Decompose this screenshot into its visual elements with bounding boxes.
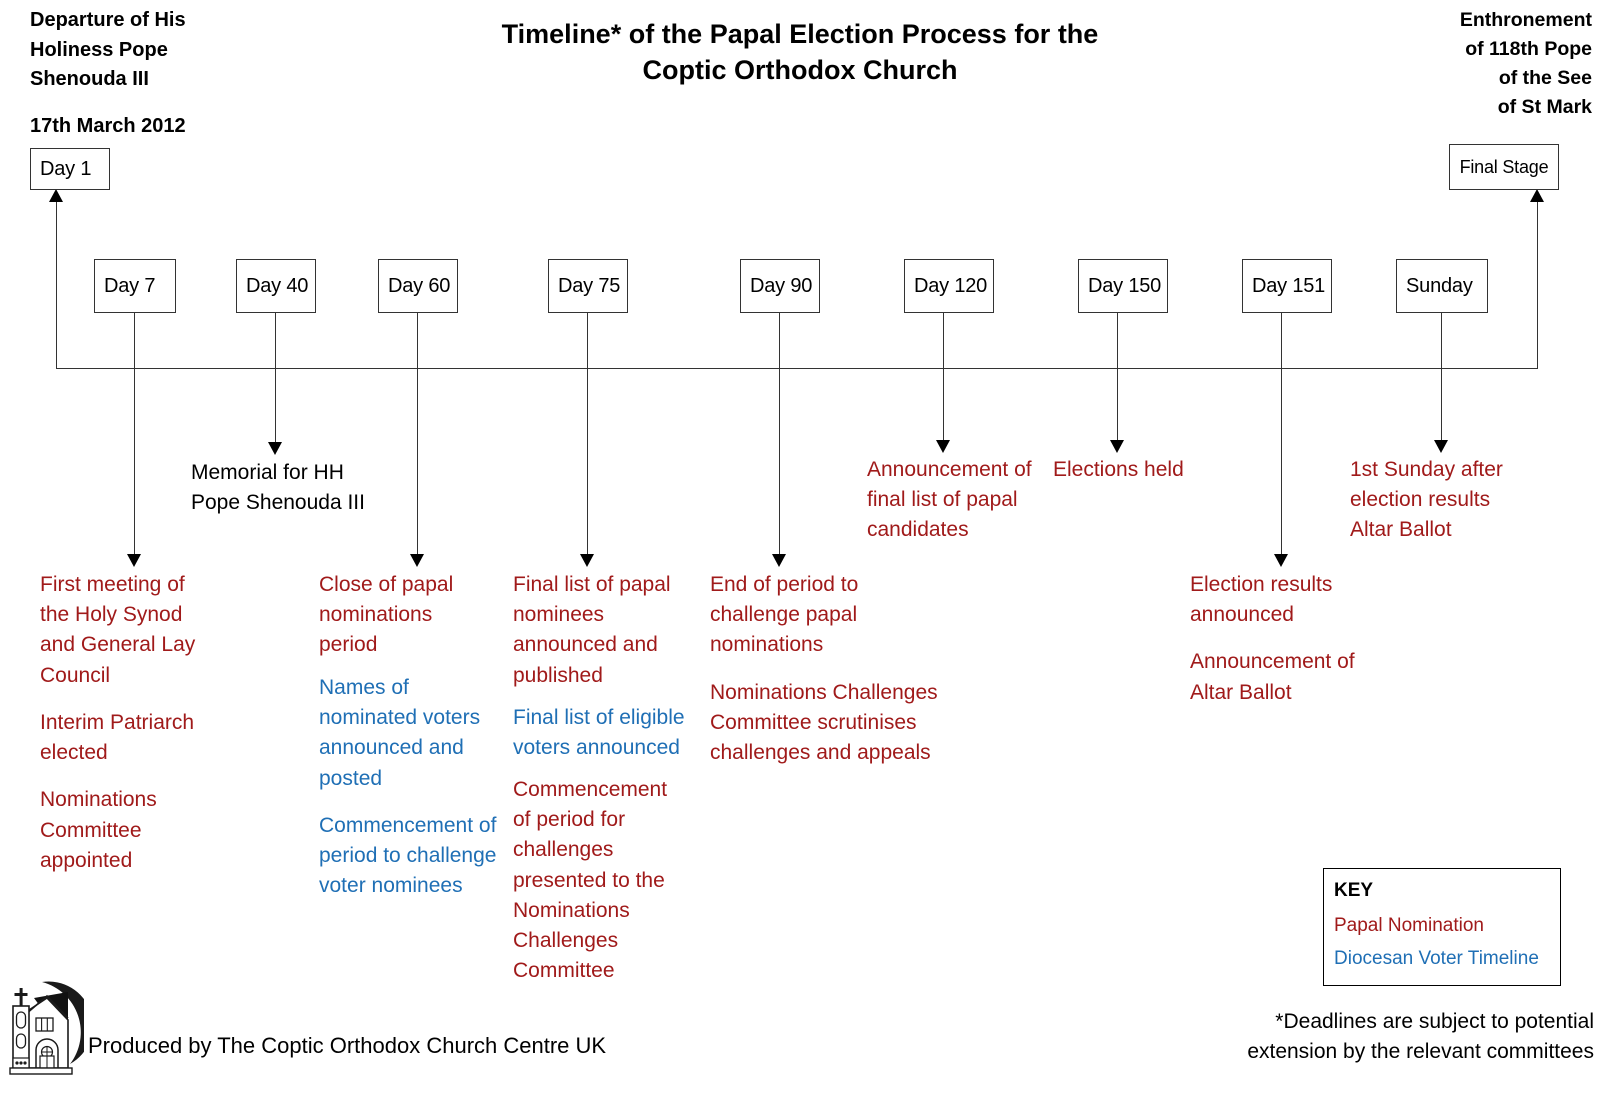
page-title-line2: Coptic Orthodox Church: [642, 55, 958, 86]
event-item: Memorial for HH Pope Shenouda III: [191, 461, 365, 515]
timeline-spine: [56, 368, 1538, 369]
header-left-line1: Departure of His: [30, 9, 186, 31]
drop-line-day-120: [943, 313, 944, 442]
page-title: Timeline* of the Papal Election Process …: [420, 16, 1180, 88]
header-left-date: 17th March 2012: [30, 114, 186, 137]
drop-line-day-60: [417, 313, 418, 556]
key-item-diocesan-voter-timeline: Diocesan Voter Timeline: [1334, 948, 1539, 969]
event-item: Elections held: [1053, 458, 1184, 481]
producer-credit: Produced by The Coptic Orthodox Church C…: [88, 1033, 607, 1058]
header-left-line3: Shenouda III: [30, 68, 149, 91]
events-day-75-papal-top: Final list of papal nominees announced a…: [513, 570, 695, 691]
event-item: Nominations Committee appointed: [40, 788, 157, 872]
event-item: Close of papal nominations period: [319, 573, 454, 657]
arrow-down-day-40: [268, 442, 282, 455]
events-day-151: Election results announced Announcement …: [1190, 570, 1375, 708]
events-day-60-voter: Names of nominated voters announced and …: [319, 673, 499, 902]
node-day-40[interactable]: Day 40: [236, 259, 316, 313]
header-right-line3: of the See: [1498, 66, 1592, 89]
events-day-60-papal: Close of papal nominations period: [319, 570, 479, 661]
drop-line-sunday: [1441, 313, 1442, 442]
event-item: Commencement of period to challenge vote…: [319, 813, 497, 898]
events-day-120: Announcement of final list of papal cand…: [867, 455, 1047, 546]
node-day-75-label: Day 75: [558, 274, 621, 297]
drop-line-day-151: [1281, 313, 1282, 556]
event-item: Names of nominated voters announced and …: [319, 676, 481, 790]
event-item: 1st Sunday after election results Altar …: [1350, 458, 1503, 542]
drop-line-day-150: [1117, 313, 1118, 442]
node-day-7[interactable]: Day 7: [94, 259, 176, 313]
event-item: Commencement of period for challenges pr…: [513, 778, 668, 983]
node-day-151-label: Day 151: [1252, 274, 1326, 297]
arrow-down-day-75: [580, 554, 594, 567]
arrow-down-day-150: [1110, 440, 1124, 453]
header-left: Departure of His Holiness Pope Shenouda …: [30, 6, 260, 141]
node-day-60-label: Day 60: [388, 274, 451, 297]
node-day-1[interactable]: Day 1: [30, 148, 110, 190]
events-day-75-papal-bottom: Commencement of period for challenges pr…: [513, 775, 685, 987]
event-item: Interim Patriarch elected: [40, 710, 195, 765]
events-sunday: 1st Sunday after election results Altar …: [1350, 455, 1530, 546]
node-day-120-label: Day 120: [914, 274, 988, 297]
event-item: Announcement of Altar Ballot: [1190, 650, 1355, 704]
coptic-orthodox-church-centre-logo: [6, 968, 93, 1080]
events-day-40: Memorial for HH Pope Shenouda III: [191, 458, 391, 518]
node-day-40-label: Day 40: [246, 274, 309, 297]
arrow-down-day-120: [936, 440, 950, 453]
event-item: Final list of papal nominees announced a…: [513, 573, 671, 687]
drop-line-day-7: [134, 313, 135, 556]
event-item: End of period to challenge papal nominat…: [710, 573, 859, 657]
event-item: Final list of eligible voters announced: [513, 706, 685, 760]
arrow-up-day1: [49, 189, 63, 202]
page-title-line1: Timeline* of the Papal Election Process …: [501, 19, 1099, 49]
drop-line-day-40: [275, 313, 276, 444]
node-sunday[interactable]: Sunday: [1396, 259, 1488, 313]
events-day-75-voter: Final list of eligible voters announced: [513, 703, 697, 763]
node-final-stage[interactable]: Final Stage: [1449, 144, 1559, 190]
node-day-90-label: Day 90: [750, 274, 813, 297]
spine-riser-right: [1537, 200, 1538, 368]
spine-riser-left: [56, 200, 57, 368]
node-final-stage-label: Final Stage: [1459, 156, 1549, 177]
header-right-line2: of 118th Pope: [1465, 37, 1592, 60]
node-day-150-label: Day 150: [1088, 274, 1162, 297]
event-item: First meeting of the Holy Synod and Gene…: [40, 573, 196, 687]
arrow-down-day-90: [772, 554, 786, 567]
events-day-90: End of period to challenge papal nominat…: [710, 570, 940, 768]
footnote-line1: *Deadlines are subject to potential: [1275, 1010, 1594, 1033]
key-item-papal-nomination: Papal Nomination: [1334, 915, 1484, 936]
node-day-151[interactable]: Day 151: [1242, 259, 1332, 313]
events-day-7: First meeting of the Holy Synod and Gene…: [40, 570, 212, 876]
header-right-line1: Enthronement: [1459, 9, 1592, 31]
event-item: Election results announced: [1190, 573, 1333, 627]
arrow-up-final: [1530, 189, 1544, 202]
events-day-150: Elections held: [1053, 455, 1233, 485]
drop-line-day-90: [779, 313, 780, 556]
node-day-75[interactable]: Day 75: [548, 259, 628, 313]
key-title: KEY: [1334, 880, 1374, 901]
arrow-down-day-60: [410, 554, 424, 567]
node-day-90[interactable]: Day 90: [740, 259, 820, 313]
arrow-down-day-151: [1274, 554, 1288, 567]
header-right: Enthronement of 118th Pope of the See of…: [1377, 6, 1592, 121]
drop-line-day-75: [587, 313, 588, 556]
arrow-down-sunday: [1434, 440, 1448, 453]
node-day-120[interactable]: Day 120: [904, 259, 994, 313]
event-item: Nominations Challenges Committee scrutin…: [710, 680, 938, 765]
footnote: *Deadlines are subject to potential exte…: [1194, 1007, 1594, 1067]
key-legend: KEY Papal Nomination Diocesan Voter Time…: [1323, 868, 1561, 986]
header-left-line2: Holiness Pope: [30, 38, 168, 61]
header-right-line4: of St Mark: [1497, 95, 1592, 118]
node-day-150[interactable]: Day 150: [1078, 259, 1168, 313]
event-item: Announcement of final list of papal cand…: [867, 458, 1032, 542]
arrow-down-day-7: [127, 554, 141, 567]
node-day-60[interactable]: Day 60: [378, 259, 458, 313]
node-day-7-label: Day 7: [104, 274, 156, 297]
node-day-1-label: Day 1: [40, 157, 92, 180]
node-sunday-label: Sunday: [1406, 274, 1473, 297]
footnote-line2: extension by the relevant committees: [1247, 1039, 1594, 1063]
